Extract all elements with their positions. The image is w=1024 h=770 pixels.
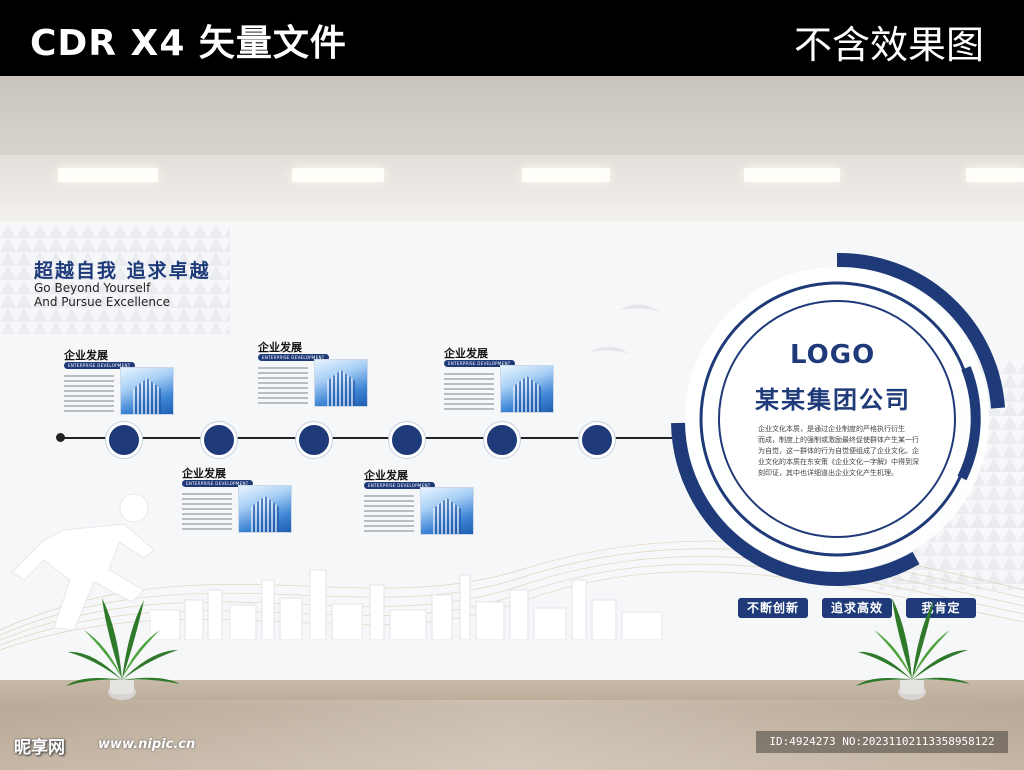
intro-line: 而成，制度上的强制或激励最终促使群体产生某一行 <box>758 436 919 444</box>
ceiling-light <box>522 168 610 182</box>
ceiling-light <box>744 168 840 182</box>
building-photo <box>500 365 554 413</box>
card-body-text <box>64 375 114 415</box>
file-format-label: CDR X4 矢量文件 <box>30 23 347 64</box>
timeline-node <box>296 422 332 458</box>
card-title: 企业发展 <box>444 347 488 360</box>
birds-decoration <box>590 304 660 354</box>
no-render-notice: 不含效果图 <box>793 23 984 67</box>
ceiling-light <box>58 168 158 182</box>
card-body-text <box>364 495 414 535</box>
ceiling-light <box>966 168 1024 182</box>
timeline-node <box>201 422 237 458</box>
logo-ring <box>671 252 1005 587</box>
card-title: 企业发展 <box>64 349 108 362</box>
potted-plant-left <box>66 598 180 700</box>
building-photo <box>420 487 474 535</box>
card-body-text <box>444 373 494 413</box>
card-body-text <box>182 493 232 533</box>
company-intro: 企业文化本质，是通过企业制度的严格执行衍生 而成，制度上的强制或激励最终促使群体… <box>758 424 933 479</box>
slogan-english-line-2: And Pursue Excellence <box>34 295 170 309</box>
floor-reflection <box>0 700 1024 770</box>
slogan-english-line-1: Go Beyond Yourself <box>34 281 151 295</box>
watermark-site-name: 昵享网 <box>14 738 65 758</box>
card-title: 企业发展 <box>364 469 408 482</box>
card-tag: ENTERPRISE DEVELOPMENT <box>64 362 135 369</box>
timeline-node <box>106 422 142 458</box>
building-photo <box>238 485 292 533</box>
card-body-text <box>258 367 308 407</box>
timeline-line <box>60 437 672 439</box>
potted-plant-right <box>856 598 970 700</box>
card-tag: ENTERPRISE DEVELOPMENT <box>182 480 253 487</box>
timeline-node <box>389 422 425 458</box>
value-pill-innovation: 不断创新 <box>738 598 808 618</box>
card-title: 企业发展 <box>258 341 302 354</box>
ceiling-light <box>292 168 384 182</box>
timeline-start-dot <box>56 433 65 442</box>
timeline-node <box>579 422 615 458</box>
company-name: 某某集团公司 <box>755 386 911 414</box>
intro-line: 为自觉，这一群体的行为自觉便组成了企业文化。企 <box>758 447 919 455</box>
card-tag: ENTERPRISE DEVELOPMENT <box>258 354 329 361</box>
watermark-id: ID:4924273 NO:20231102113358958122 <box>756 731 1008 753</box>
city-skyline <box>150 569 663 640</box>
value-pill-efficiency: 追求高效 <box>822 598 892 618</box>
slogan-chinese: 超越自我 追求卓越 <box>34 260 211 282</box>
card-tag: ENTERPRISE DEVELOPMENT <box>364 482 435 489</box>
triangle-pattern-left <box>0 224 230 334</box>
watermark-url: www.nipic.cn <box>98 737 196 752</box>
ceiling-soffit <box>0 155 1024 225</box>
logo-placeholder: LOGO <box>790 340 876 370</box>
building-photo <box>120 367 174 415</box>
card-title: 企业发展 <box>182 467 226 480</box>
floor <box>0 680 1024 770</box>
runner-silhouette <box>11 493 155 631</box>
timeline-node <box>484 422 520 458</box>
building-photo <box>314 359 368 407</box>
top-banner: CDR X4 矢量文件 不含效果图 <box>0 0 1024 76</box>
card-tag: ENTERPRISE DEVELOPMENT <box>444 360 515 367</box>
intro-line: 业文化的本质在东安策《企业文化一字解》中得到深 <box>758 458 919 466</box>
intro-line: 刻印证，其中也详细道出企业文化产生机理。 <box>758 469 898 477</box>
intro-line: 企业文化本质，是通过企业制度的严格执行衍生 <box>758 425 905 433</box>
